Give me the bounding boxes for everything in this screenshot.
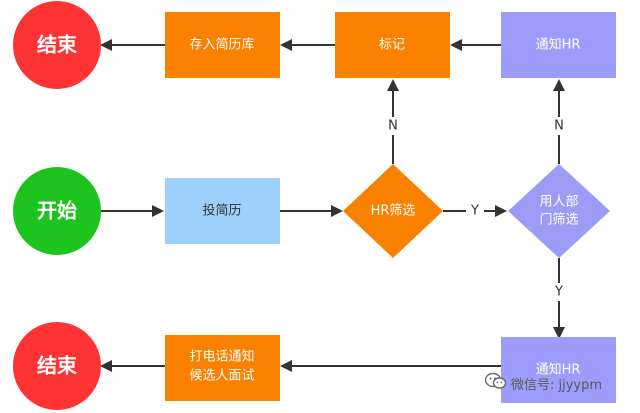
submit-resume-box xyxy=(165,178,280,244)
store-resume-box xyxy=(165,12,280,78)
edge-label-hr-no: N xyxy=(388,119,398,134)
dept-screen-diamond xyxy=(508,164,610,258)
wechat-watermark: 微信号: jjyypm xyxy=(484,372,603,394)
end-node-bottom-label: 结束 xyxy=(37,354,78,378)
end-node-top xyxy=(13,1,101,89)
notify-hr-top-label: 通知HR xyxy=(536,37,581,53)
wechat-icon xyxy=(484,372,507,394)
call-candidate-label-1: 打电话通知 xyxy=(189,349,254,365)
edge-label-hr-yes: Y xyxy=(470,204,479,219)
edge-label-dept-yes: Y xyxy=(554,285,563,300)
notify-hr-bottom-box xyxy=(501,337,616,403)
notify-hr-top-box xyxy=(501,12,616,78)
mark-label: 标记 xyxy=(379,38,405,53)
hr-screen-diamond xyxy=(343,164,443,258)
dept-screen-label-1: 用人部 xyxy=(539,195,578,210)
start-node xyxy=(13,167,101,255)
call-candidate-box xyxy=(165,335,280,401)
edge-label-dept-no: N xyxy=(554,119,564,134)
end-node-top-label: 结束 xyxy=(37,33,78,57)
store-resume-label: 存入简历库 xyxy=(189,37,254,53)
wechat-id-text: 微信号: jjyypm xyxy=(511,377,603,393)
end-node-bottom xyxy=(13,322,101,410)
mark-box xyxy=(335,12,450,78)
start-node-label: 开始 xyxy=(37,199,77,223)
call-candidate-label-2: 候选人面试 xyxy=(189,369,254,384)
submit-resume-label: 投简历 xyxy=(202,203,241,219)
dept-screen-label-2: 门筛选 xyxy=(539,213,578,228)
notify-hr-bottom-label: 通知HR xyxy=(536,362,581,378)
hr-screen-label: HR筛选 xyxy=(371,204,416,219)
